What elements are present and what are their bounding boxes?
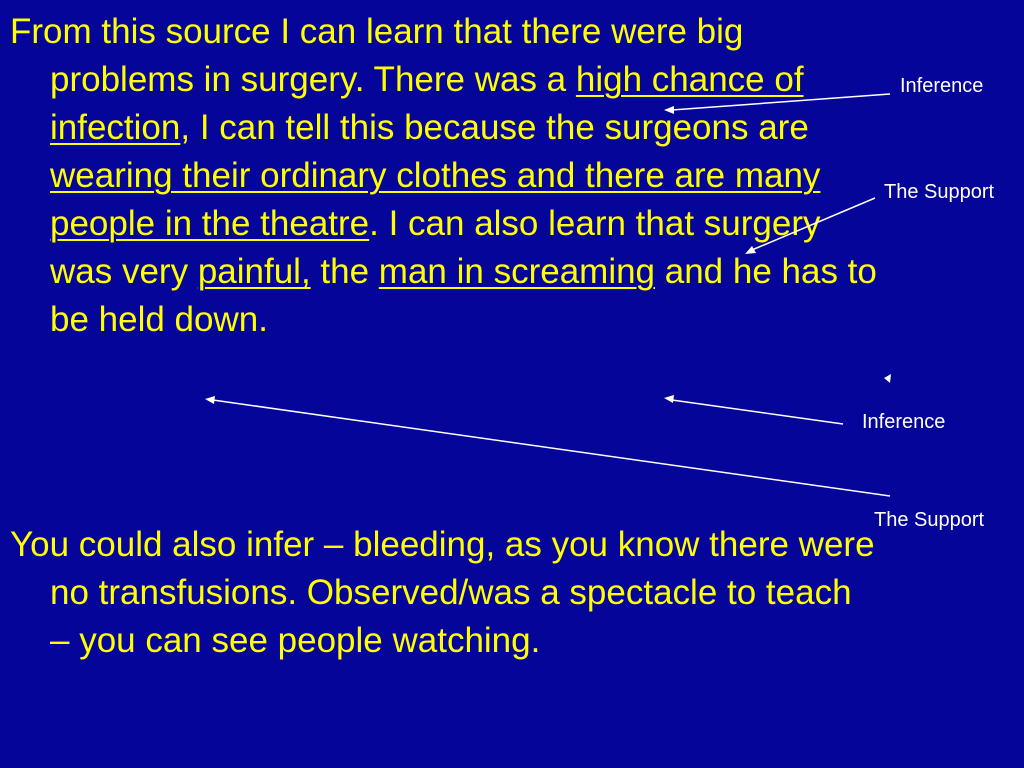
- highlight-painful: painful,: [197, 252, 311, 291]
- text-segment: . I can also learn that surgery was very: [50, 204, 821, 291]
- annotation-inference-1: Inference: [900, 75, 984, 97]
- text-segment: , I can tell this because the surgeons a…: [180, 108, 809, 147]
- annotation-support-2: The Support: [874, 509, 985, 531]
- text-segment: From this source I can learn that there …: [10, 12, 744, 99]
- arrow-support-2: [205, 396, 891, 497]
- annotation-support-1: The Support: [884, 181, 995, 203]
- analysis-paragraph: From this source I can learn that there …: [10, 8, 880, 344]
- arrow-stray: [884, 374, 891, 383]
- highlight-man-screaming: man in screaming: [378, 252, 656, 291]
- text-segment: the: [310, 252, 379, 291]
- highlight-high-chance-of-infection: high chance of infection: [50, 60, 804, 147]
- arrow-inference-2: [664, 395, 844, 425]
- text-segment: and he has to be held down.: [50, 252, 877, 339]
- highlight-ordinary-clothes: wearing their ordinary clothes and there…: [50, 156, 821, 243]
- further-inference-paragraph: You could also infer – bleeding, as you …: [10, 525, 875, 660]
- annotation-inference-2: Inference: [862, 411, 946, 433]
